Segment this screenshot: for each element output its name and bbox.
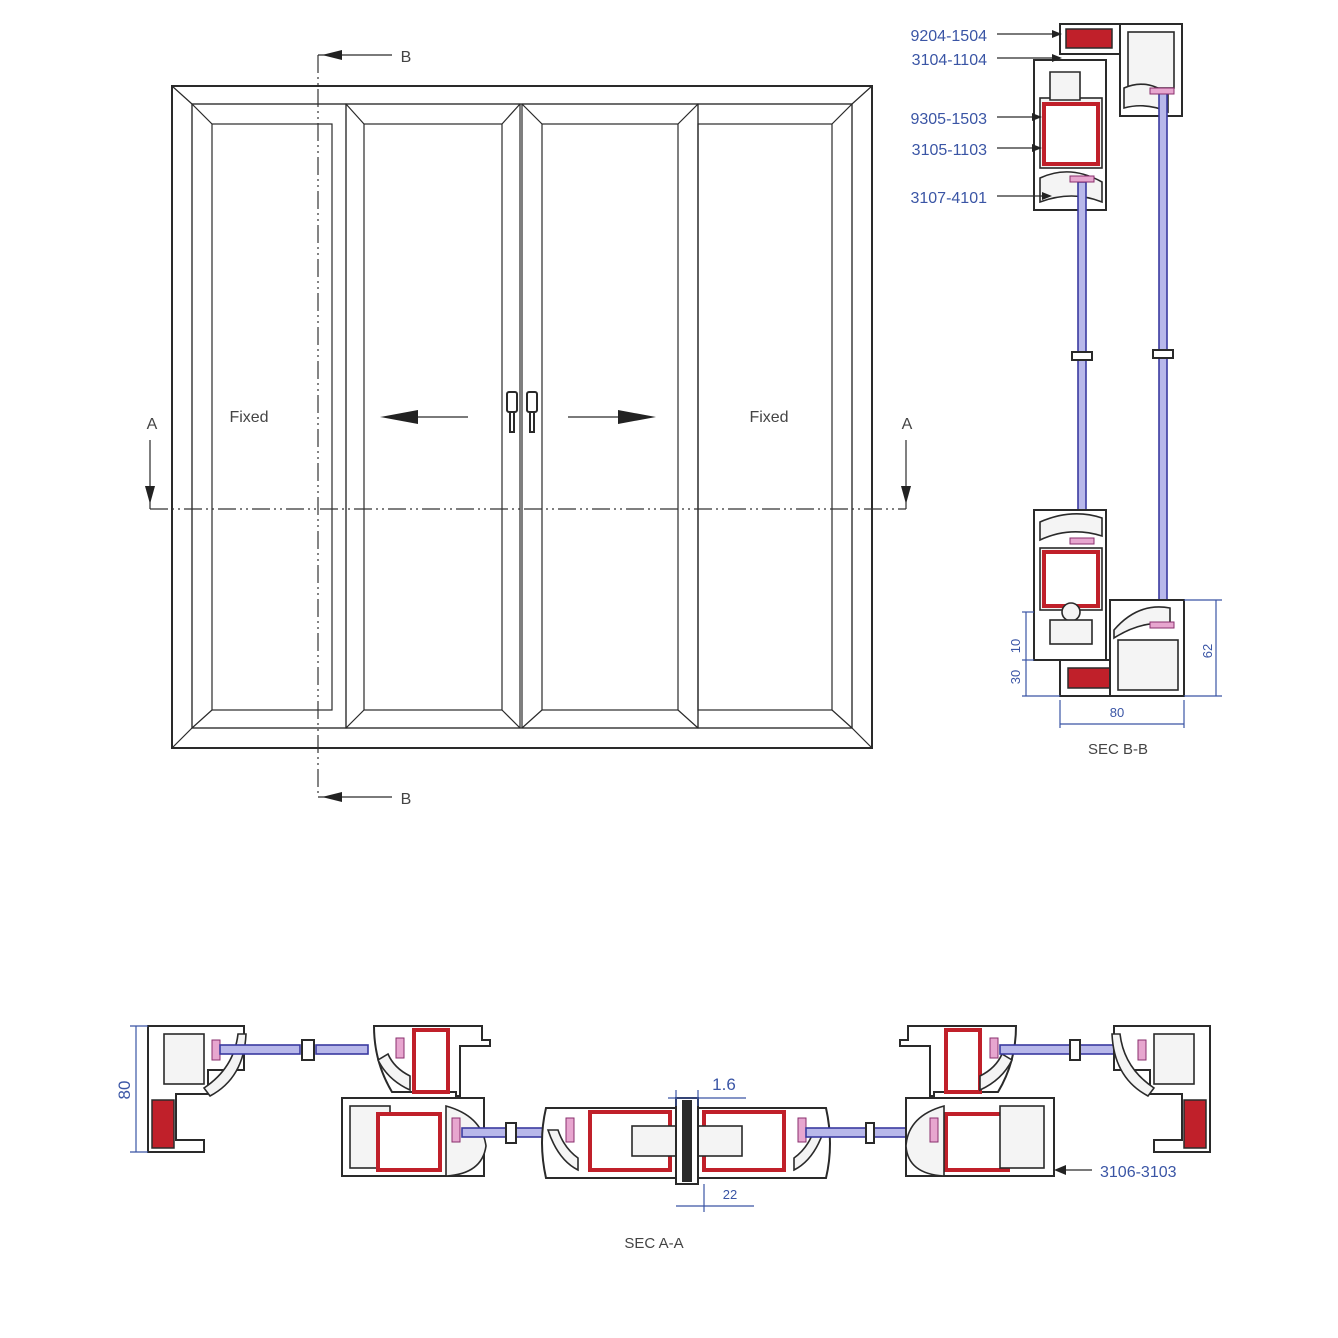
bb-dim-62: 62 xyxy=(1200,644,1215,658)
section-bb: 9204-1504 3104-1104 9305-1503 3105-1103 … xyxy=(910,23,1222,758)
section-line-b: B B xyxy=(317,49,412,808)
bb-bottom-frame xyxy=(1033,509,1185,697)
bb-glass-inner-lower xyxy=(1077,359,1087,511)
section-a-left-label: A xyxy=(147,416,158,433)
aa-glass-5 xyxy=(805,1127,869,1138)
bb-dim-30: 30 xyxy=(1008,670,1023,684)
panel-sliding-left xyxy=(345,103,521,729)
bb-dim-10: 10 xyxy=(1008,639,1023,653)
aa-center-interlock xyxy=(541,1097,831,1185)
aa-right-jamb xyxy=(1111,1025,1211,1153)
bb-code-5: 3107-4101 xyxy=(910,190,987,207)
handle-icon xyxy=(506,391,538,433)
bb-code-2: 3104-1104 xyxy=(912,52,987,69)
aa-right-fixed-sash xyxy=(899,1025,1018,1097)
slide-left-arrow-icon xyxy=(380,410,468,424)
aa-code: 3106-3103 xyxy=(1100,1164,1177,1181)
aa-dim-80: 80 xyxy=(115,1081,134,1100)
aa-dimensions xyxy=(130,1025,1092,1212)
bb-code-leaders xyxy=(997,30,1062,200)
aa-left-jamb xyxy=(147,1025,247,1153)
section-line-a: A A xyxy=(145,416,913,510)
aa-glass-1 xyxy=(219,1044,301,1055)
section-aa: 80 1.6 22 3106-3103 SEC A-A xyxy=(115,1025,1211,1252)
bb-glass-outer-lower xyxy=(1158,357,1168,621)
aa-dim-1-6: 1.6 xyxy=(712,1075,736,1094)
aa-left-outer-frame xyxy=(341,1097,487,1177)
fixed-left-label: Fixed xyxy=(229,409,268,426)
aa-left-fixed-sash xyxy=(372,1025,491,1097)
bb-top-frame xyxy=(1033,23,1183,211)
aa-glass-7 xyxy=(999,1044,1071,1055)
aa-glass-3 xyxy=(461,1127,509,1138)
bb-dim-80: 80 xyxy=(1110,705,1124,720)
bb-code-1: 9204-1504 xyxy=(910,28,987,45)
door-elevation: Fixed Fixed A A B B xyxy=(145,49,913,808)
fixed-right-label: Fixed xyxy=(749,409,788,426)
aa-caption: SEC A-A xyxy=(624,1235,683,1252)
aa-dim-22: 22 xyxy=(723,1187,737,1202)
outer-frame xyxy=(171,85,873,749)
aa-right-outer-frame xyxy=(905,1097,1055,1177)
aa-glass-6 xyxy=(871,1127,907,1138)
panel-sliding-right xyxy=(521,103,699,729)
bb-dimensions xyxy=(1022,599,1222,728)
section-b-bottom-label: B xyxy=(401,791,412,808)
section-b-top-label: B xyxy=(401,49,412,66)
aa-glass-2 xyxy=(315,1044,369,1055)
panel-fixed-right xyxy=(697,103,853,729)
bb-glass-inner-upper xyxy=(1077,181,1087,353)
slide-right-arrow-icon xyxy=(568,410,656,424)
bb-code-4: 3105-1103 xyxy=(912,142,987,159)
panel-fixed-left xyxy=(191,103,347,729)
bb-glass-outer-upper xyxy=(1158,91,1168,351)
section-a-right-label: A xyxy=(902,416,913,433)
bb-caption: SEC B-B xyxy=(1088,741,1148,758)
bb-code-3: 9305-1503 xyxy=(910,111,987,128)
